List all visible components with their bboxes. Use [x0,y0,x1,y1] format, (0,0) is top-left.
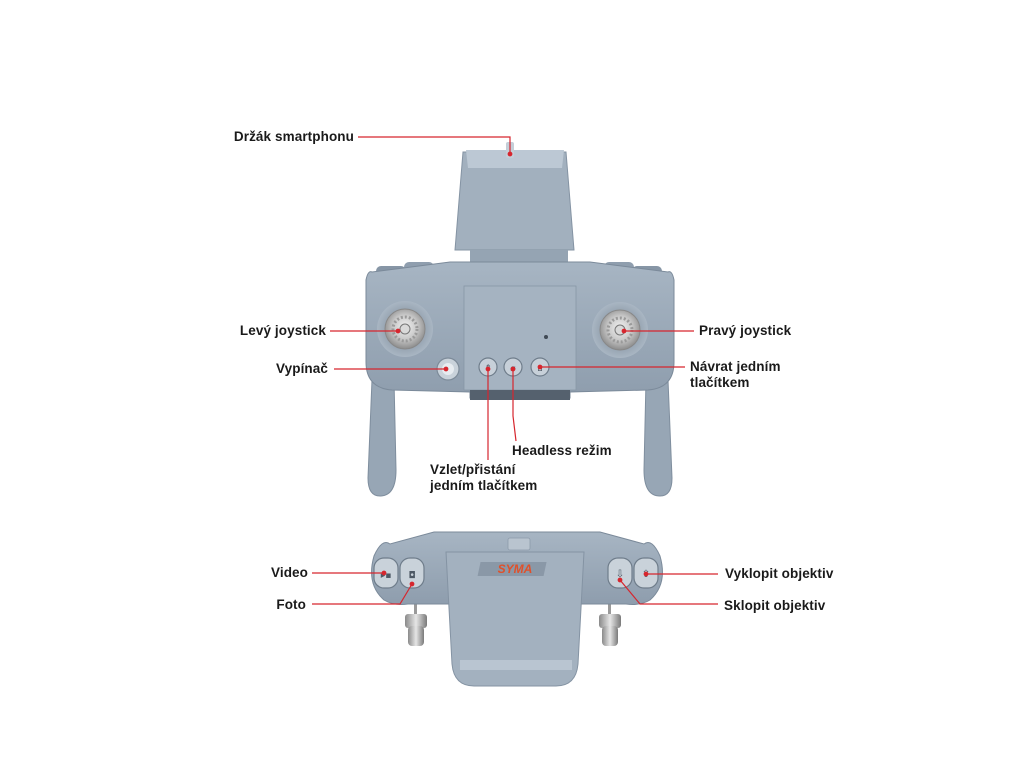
label-video: Video [240,565,308,581]
label-headless: Headless režim [512,443,612,459]
label-right-joystick: Pravý joystick [699,323,791,339]
left-grip [368,380,396,496]
label-tilt-up: Vyklopit objektiv [725,566,833,582]
svg-text:◘: ◘ [408,571,415,581]
label-tilt-down: Sklopit objektiv [724,598,825,614]
controller-bottom-view: SYMA ▸▪ ◘ ⇩ ⇧ [372,532,663,686]
label-return-home-line1: Návrat jedním [690,359,781,375]
brand-logo: SYMA [478,562,547,576]
svg-text:SYMA: SYMA [498,562,533,576]
label-takeoff: Vzlet/přistání jedním tlačítkem [430,462,537,494]
right-joystick[interactable] [592,302,648,358]
label-power-switch: Vypínač [240,361,328,377]
label-phone-holder: Držák smartphonu [196,129,354,145]
status-led [544,335,548,339]
label-photo: Foto [240,597,306,613]
right-grip [644,380,672,496]
label-takeoff-line1: Vzlet/přistání [430,462,537,478]
label-takeoff-line2: jedním tlačítkem [430,478,537,494]
label-return-home: Návrat jedním tlačítkem [690,359,781,391]
label-left-joystick: Levý joystick [200,323,326,339]
label-return-home-line2: tlačítkem [690,375,781,391]
tilt-down-button[interactable]: ⇩ [608,558,632,588]
left-joystick[interactable] [377,301,433,357]
